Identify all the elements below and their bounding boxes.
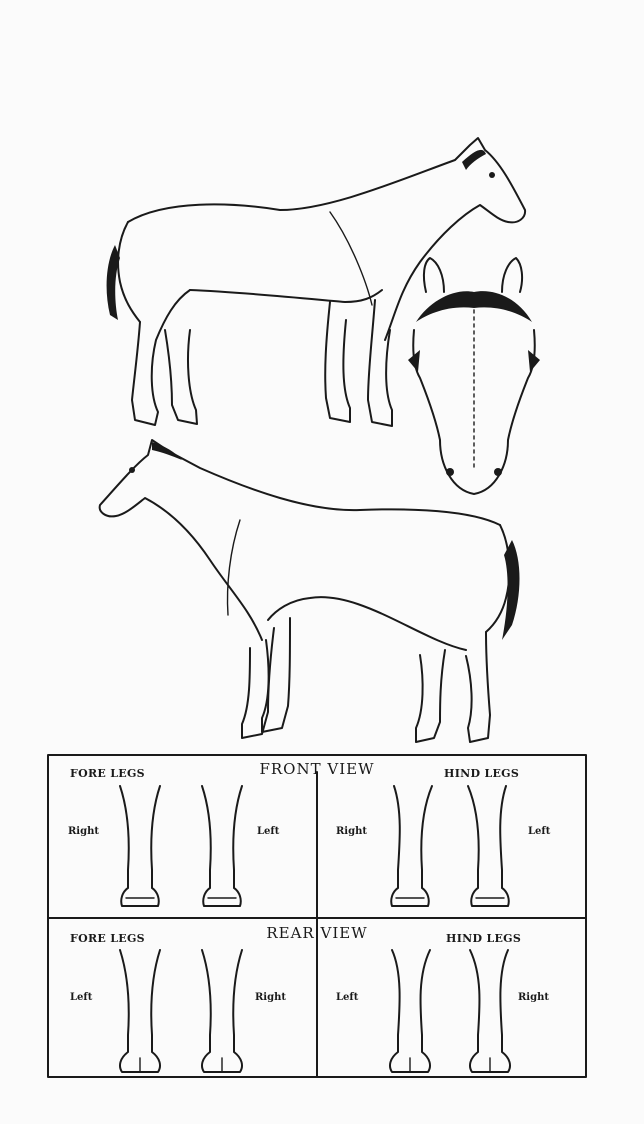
rear-hind-left-side-label: Left [336, 992, 359, 1003]
front-fore-legs-label: FORE LEGS [70, 767, 145, 780]
front-fore-leg-right [120, 786, 160, 906]
rear-hind-right-side-label: Right [518, 992, 549, 1003]
front-view-title: FRONT VIEW [259, 760, 374, 778]
rear-fore-left-side-label: Left [70, 992, 93, 1003]
rear-fore-leg-right [202, 950, 242, 1072]
rear-hind-leg-left [390, 950, 430, 1072]
rear-hind-legs-label: HIND LEGS [446, 932, 521, 945]
front-fore-left-side-label: Right [68, 826, 99, 837]
front-hind-leg-left [468, 786, 509, 906]
front-hind-right-side-label: Left [528, 826, 551, 837]
front-hind-leg-right [391, 786, 432, 906]
rear-fore-leg-left [120, 950, 160, 1072]
rear-hind-leg-right [470, 950, 510, 1072]
front-hind-legs-label: HIND LEGS [444, 767, 519, 780]
horse-head-front-view [408, 258, 540, 494]
front-hind-left-side-label: Right [336, 826, 367, 837]
rear-view-title: REAR VIEW [266, 924, 367, 942]
rear-fore-right-side-label: Right [255, 992, 286, 1003]
front-fore-leg-left [202, 786, 242, 906]
front-fore-right-side-label: Left [257, 826, 280, 837]
rear-fore-legs-label: FORE LEGS [70, 932, 145, 945]
horse-side-view-right [107, 138, 526, 426]
legs-panel: FORE LEGS FRONT VIEW HIND LEGS Right Lef… [48, 755, 586, 1077]
